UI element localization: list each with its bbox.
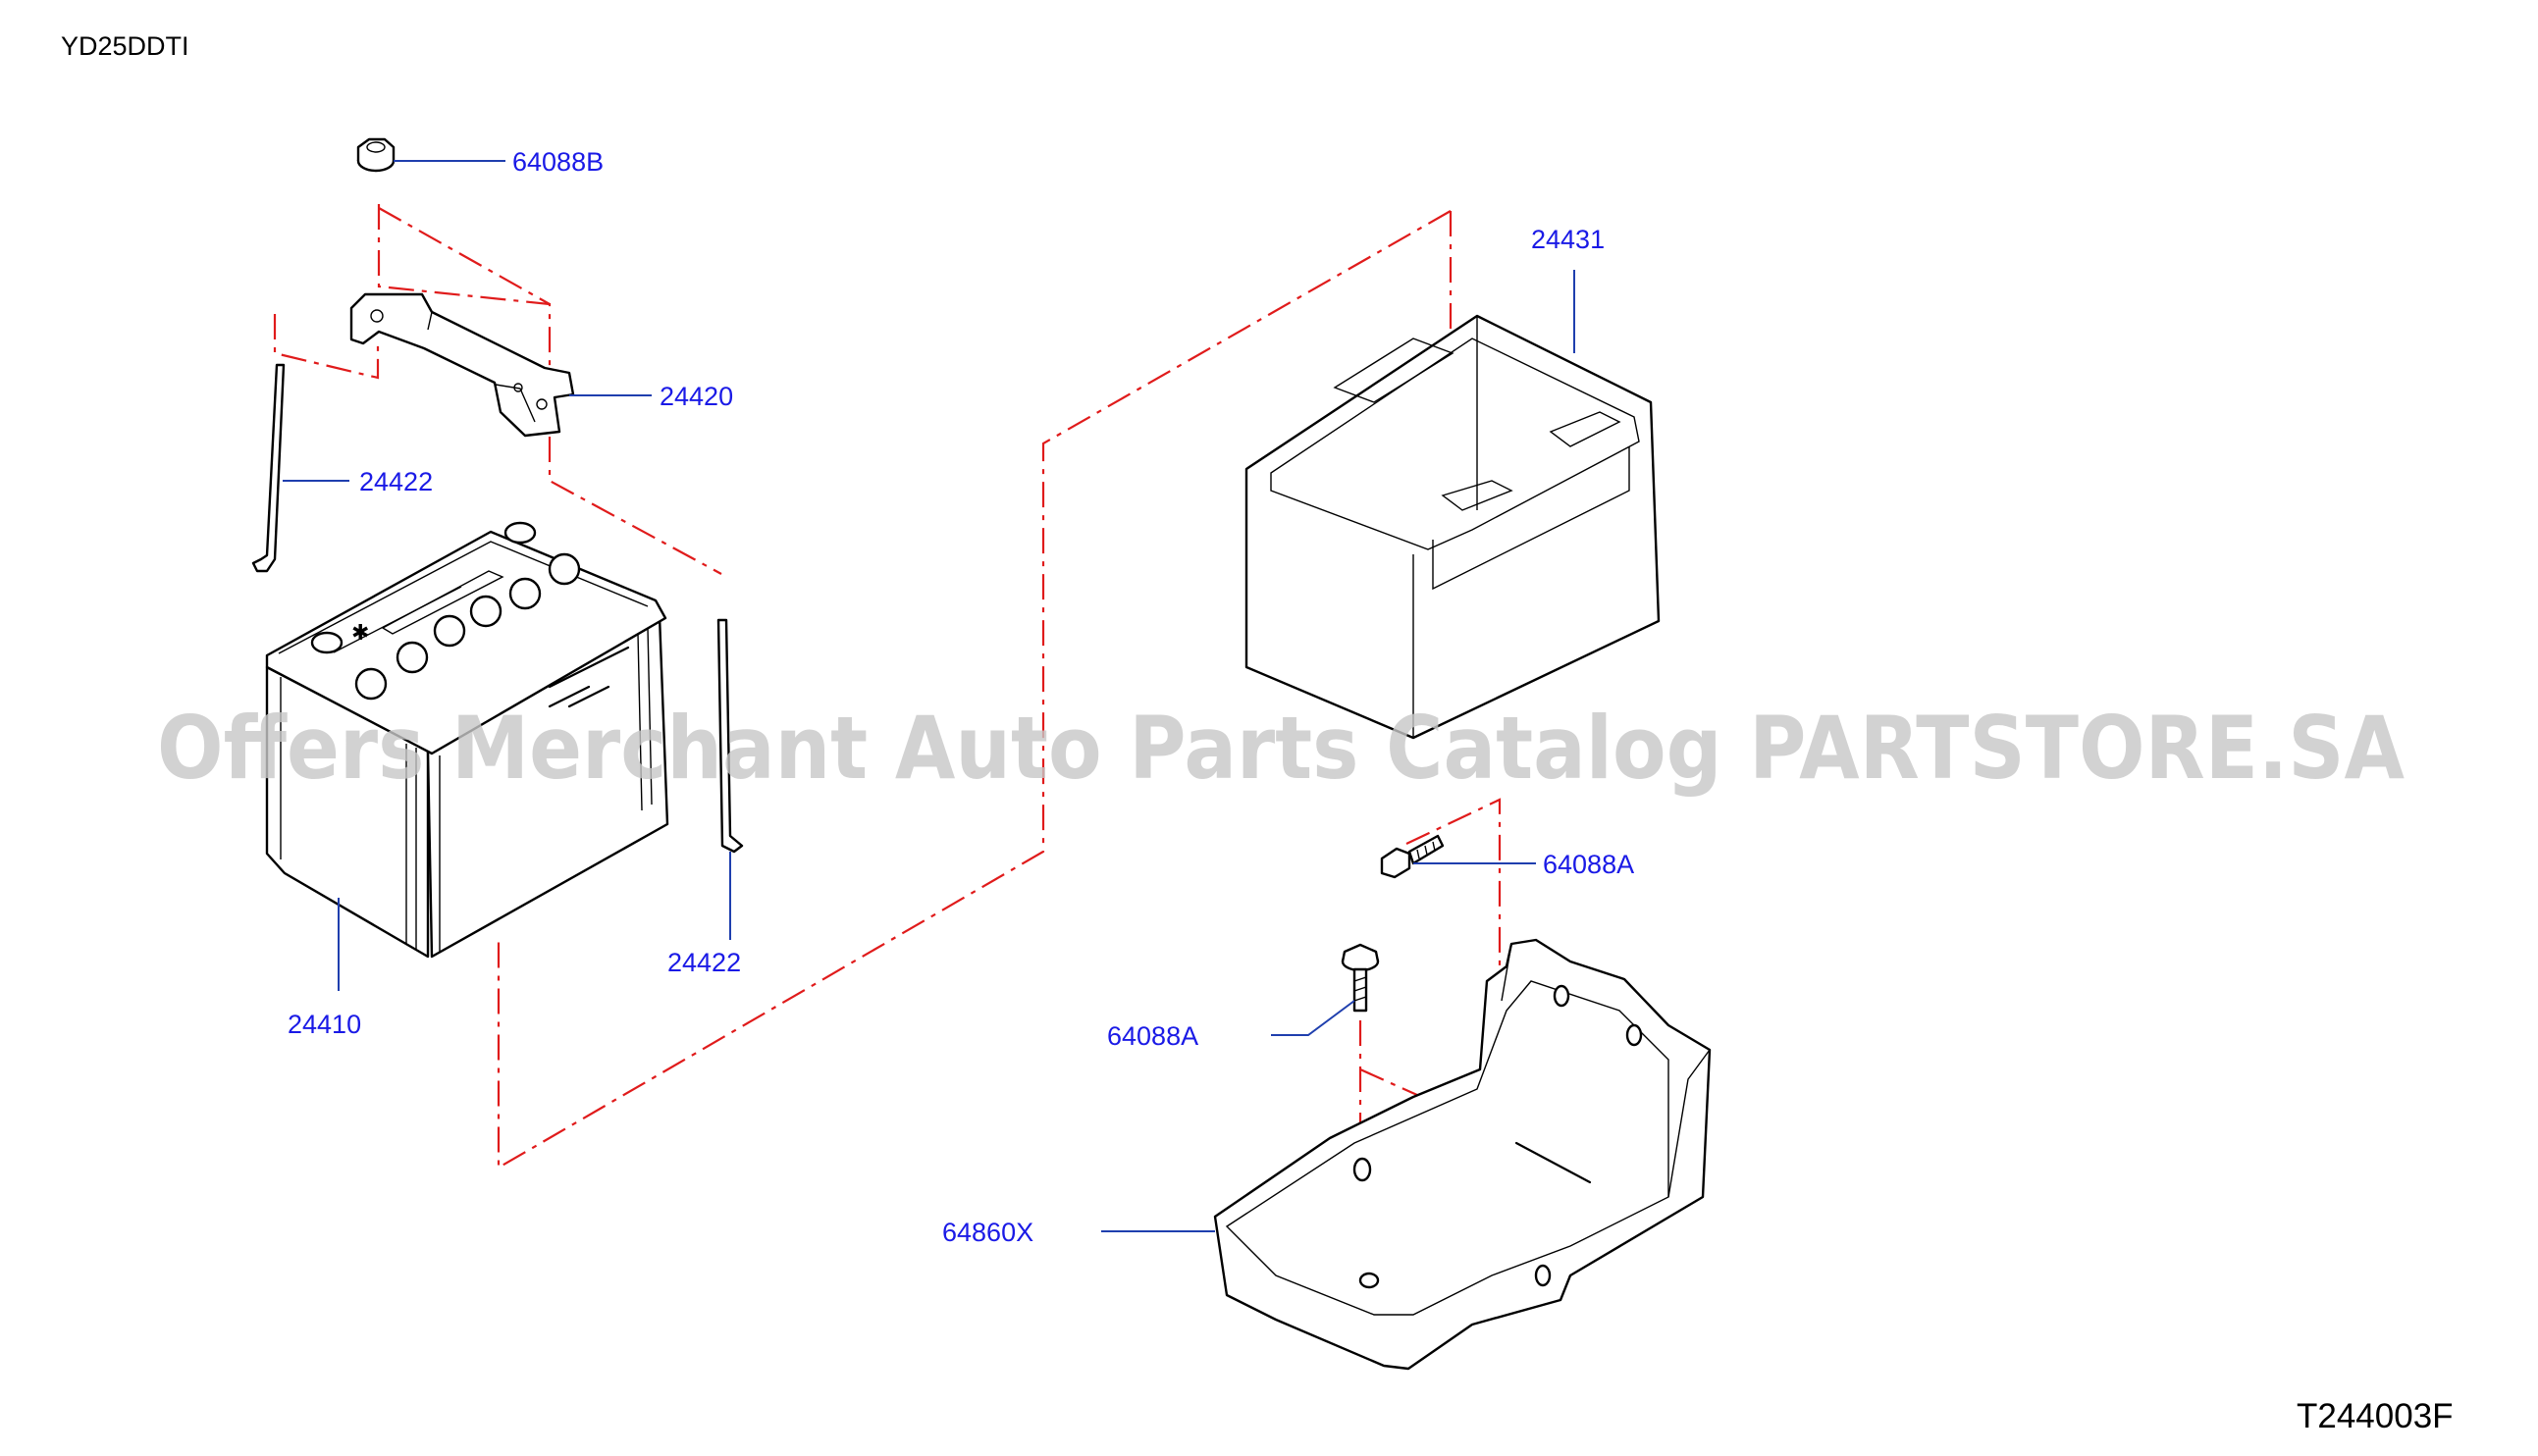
watermark-text: Offers Merchant Auto Parts Catalog PARTS…	[157, 698, 2405, 799]
part-label-bolt-lower[interactable]: 64088A	[1107, 1021, 1198, 1051]
hook-bolt-right-icon[interactable]	[716, 618, 744, 854]
part-label-battery-tray[interactable]: 64860X	[942, 1218, 1033, 1247]
leader-lines	[283, 160, 1575, 1232]
nut-icon[interactable]	[356, 137, 396, 173]
part-label-battery[interactable]: 24410	[288, 1010, 361, 1039]
part-label-hook-bolt-left[interactable]: 24422	[359, 467, 433, 496]
diagram-code: T244003F	[2297, 1397, 2454, 1435]
part-label-battery-cover[interactable]: 24431	[1531, 225, 1605, 254]
part-label-bolt-upper[interactable]: 64088A	[1543, 850, 1634, 879]
bolt-upper-icon[interactable]	[1380, 834, 1445, 879]
part-label-battery-clamp[interactable]: 24420	[660, 382, 733, 411]
engine-code: YD25DDTI	[61, 31, 189, 61]
part-label-nut-top[interactable]: 64088B	[512, 147, 604, 177]
battery-icon[interactable]: ✱	[265, 521, 669, 959]
battery-cover-icon[interactable]	[1244, 314, 1661, 740]
part-labels: 64088B 24420 24422 24422 24410 24431 640…	[288, 147, 1634, 1247]
svg-text:✱: ✱	[351, 620, 369, 645]
battery-clamp-icon[interactable]	[349, 292, 575, 438]
hook-bolt-left-icon[interactable]	[251, 363, 286, 573]
bolt-lower-icon[interactable]	[1341, 943, 1380, 1013]
battery-tray-icon[interactable]	[1213, 938, 1712, 1371]
part-label-hook-bolt-right[interactable]: 24422	[667, 948, 741, 977]
